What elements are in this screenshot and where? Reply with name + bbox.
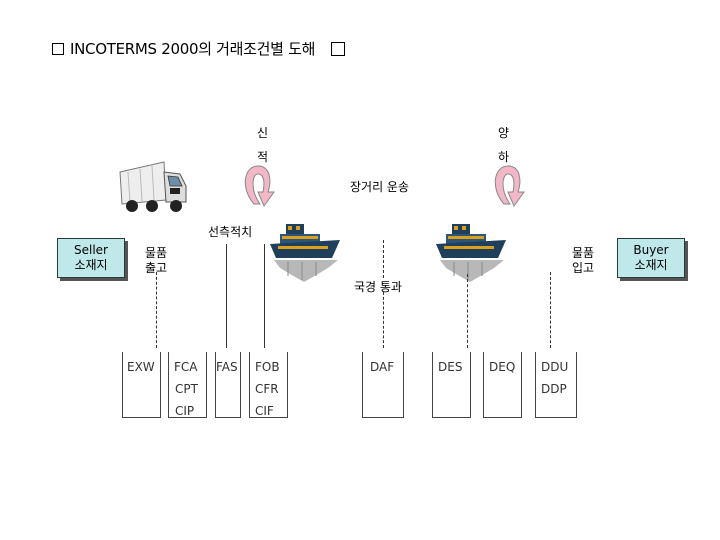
- divider-line: [264, 244, 265, 348]
- label-import: 물품 입고: [572, 246, 594, 276]
- label-export: 물품 출고: [145, 246, 167, 276]
- term-bracket: [535, 352, 577, 418]
- term-fca: FCA: [174, 360, 198, 374]
- term-bracket: [168, 352, 207, 418]
- divider-line: [467, 274, 468, 348]
- term-bracket: [483, 352, 522, 418]
- label-long-haul: 장거리 운송: [350, 180, 410, 194]
- term-ddp: DDP: [541, 382, 567, 396]
- label-export-1: 물품: [145, 246, 168, 260]
- seller-line2: 소재지: [74, 258, 108, 272]
- label-export-2: 출고: [145, 261, 168, 275]
- label-ha: 하: [498, 150, 510, 164]
- term-des: DES: [438, 360, 463, 374]
- page-title: INCOTERMS 2000의 거래조건별 도해: [52, 38, 346, 59]
- curved-arrow-icon: [494, 165, 525, 208]
- ship-icon: [270, 224, 340, 282]
- divider-line: [383, 292, 384, 348]
- term-ddu: DDU: [541, 360, 569, 374]
- term-bracket: [362, 352, 404, 418]
- term-cfr: CFR: [255, 382, 279, 396]
- buyer-line2: 소재지: [634, 258, 668, 272]
- divider-line: [550, 272, 551, 348]
- divider-line: [383, 240, 384, 278]
- label-import-1: 물품: [572, 246, 595, 260]
- truck-icon: [119, 161, 187, 212]
- term-bracket: [122, 352, 161, 418]
- seller-line1: Seller: [74, 243, 108, 257]
- buyer-line1: Buyer: [633, 243, 669, 257]
- label-yang: 양: [498, 126, 510, 140]
- ship-icon: [436, 224, 506, 282]
- label-import-2: 입고: [572, 261, 595, 275]
- term-bracket: [432, 352, 471, 418]
- checkbox-square-icon: [52, 42, 64, 55]
- buyer-box: Buyer 소재지: [617, 238, 685, 278]
- curved-arrow-icon: [244, 165, 275, 208]
- title-text: INCOTERMS 2000의 거래조건별 도해: [70, 40, 316, 58]
- term-bracket: [249, 352, 288, 418]
- label-border: 국경 통과: [354, 280, 402, 294]
- term-daf: DAF: [370, 360, 395, 374]
- term-fob: FOB: [255, 360, 280, 374]
- square-icon: [331, 41, 346, 56]
- seller-box: Seller 소재지: [57, 238, 125, 278]
- term-fas: FAS: [216, 360, 238, 374]
- term-exw: EXW: [127, 360, 155, 374]
- divider-line: [156, 272, 157, 348]
- label-onboard: 선측적치: [208, 225, 253, 239]
- term-cpt: CPT: [175, 382, 198, 396]
- term-bracket: [215, 352, 241, 418]
- divider-line: [226, 244, 227, 348]
- label-sin: 신: [257, 126, 269, 140]
- term-cip: CIP: [175, 404, 195, 418]
- term-deq: DEQ: [489, 360, 516, 374]
- label-jeok: 적: [257, 150, 269, 164]
- term-cif: CIF: [255, 404, 274, 418]
